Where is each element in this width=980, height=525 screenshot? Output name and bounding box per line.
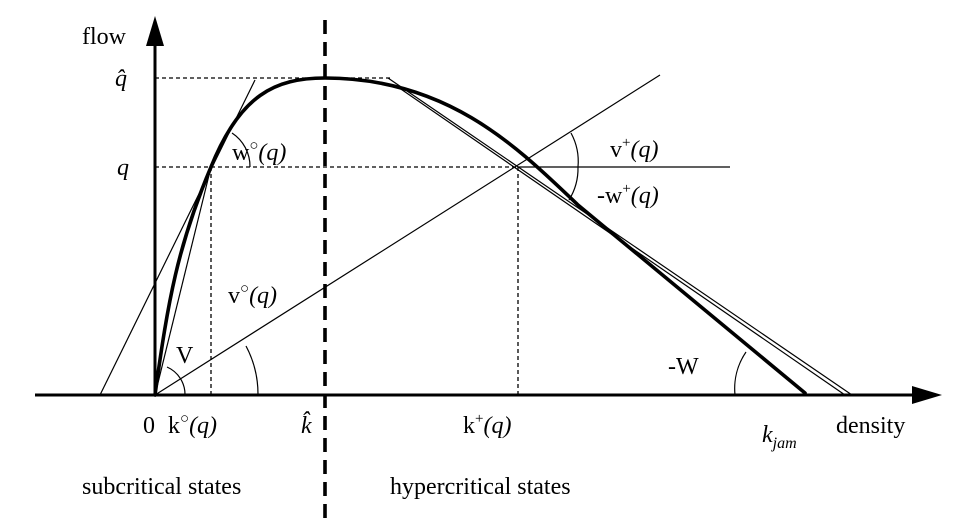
q-label: q: [117, 155, 129, 181]
x-axis-label: density: [836, 413, 905, 439]
subcritical-label: subcritical states: [82, 474, 241, 500]
q-hat-label: q̂: [115, 66, 127, 92]
arc-v-plus: [570, 132, 579, 168]
y-axis-arrow: [146, 16, 164, 46]
minus-W-label: -W: [668, 354, 699, 380]
arc-V: [166, 366, 186, 396]
x-axis-arrow: [912, 386, 942, 404]
y-axis-label: flow: [82, 24, 127, 50]
chord-v-plus: [154, 166, 212, 396]
flow-density-curve: [153, 76, 807, 397]
v-plus-label: v+(q): [610, 135, 658, 163]
k-hat-label: k̂: [301, 411, 312, 439]
chord-v-circ: [154, 74, 661, 396]
v-circ-label: v○(q): [228, 281, 277, 309]
k-circ-label: k○(q): [168, 411, 217, 439]
arc-w-circ: [231, 132, 251, 168]
origin-label: 0: [143, 413, 155, 439]
w-plus-label: -w+(q): [597, 181, 659, 209]
arc-v-circ: [245, 345, 259, 396]
k-jam-label: kjam: [762, 422, 797, 452]
k-plus-label: k+(q): [463, 411, 511, 439]
hypercritical-label: hypercritical states: [390, 474, 571, 500]
V-label: V: [176, 343, 194, 369]
congestion-tangent: [387, 77, 853, 396]
arc-minus-W: [734, 351, 747, 396]
arc-w-plus: [568, 166, 579, 201]
w-circ-label: w○(q): [232, 138, 286, 166]
